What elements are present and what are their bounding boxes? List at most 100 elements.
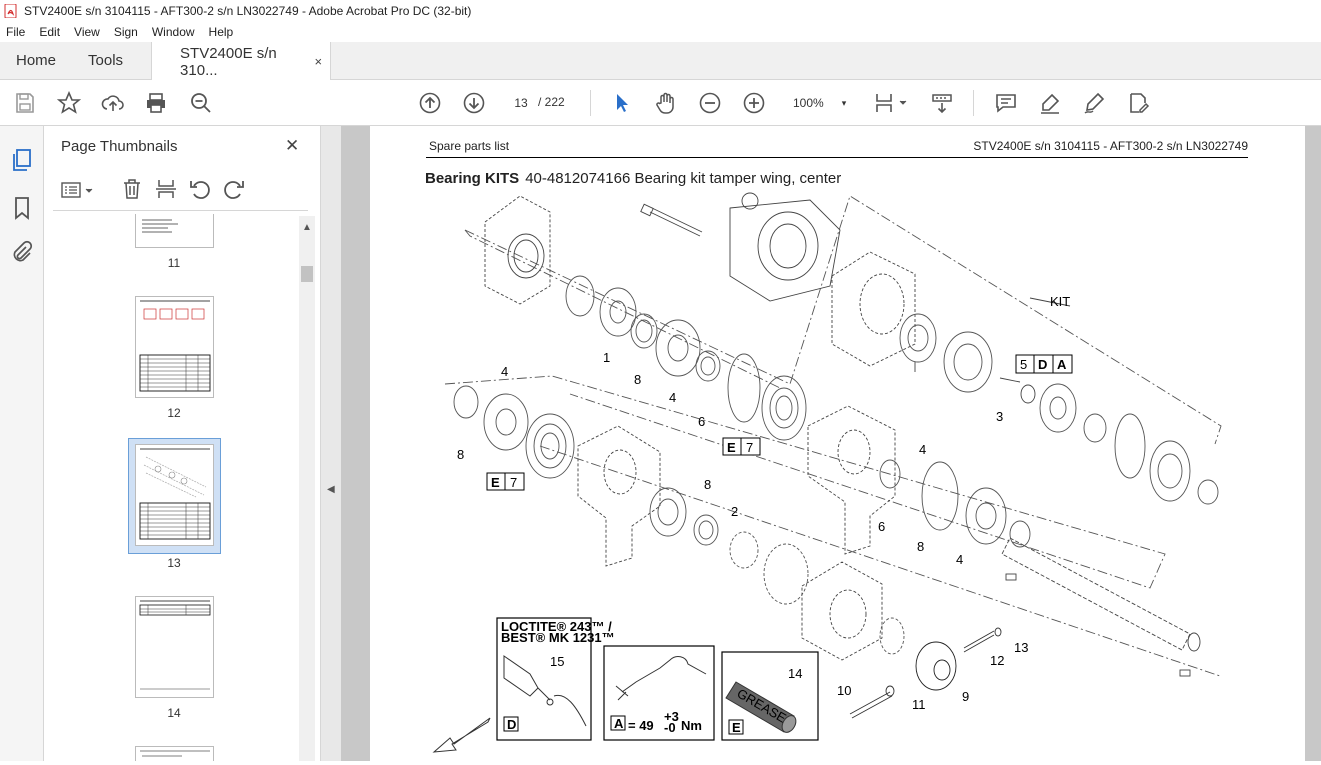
- thumbnail-page-11[interactable]: [135, 214, 214, 248]
- upload-icon[interactable]: [101, 91, 125, 115]
- scrollbar-thumb[interactable]: [301, 266, 313, 282]
- close-tab-icon[interactable]: ×: [314, 54, 323, 69]
- select-arrow-icon[interactable]: [610, 91, 634, 115]
- rotate-left-icon[interactable]: [189, 178, 211, 200]
- menu-sign[interactable]: Sign: [113, 25, 138, 39]
- kit-bearing: [943, 331, 993, 393]
- grease-legend: GREASE 14 E: [721, 651, 819, 741]
- toolbar: / 222 100% ▾: [0, 80, 1321, 126]
- loctite-letter: D: [507, 717, 516, 732]
- thumbnail-page-15[interactable]: [135, 746, 214, 761]
- washer-mid-2: [729, 531, 759, 569]
- toolbar-divider: [590, 90, 591, 116]
- bearing-mid: [763, 543, 809, 605]
- page-title-text: 40-4812074166 Bearing kit tamper wing, c…: [525, 170, 842, 187]
- washer-mid: [649, 487, 687, 537]
- thumbnail-tools: [61, 178, 311, 202]
- page-fit-icon[interactable]: [872, 91, 908, 115]
- kit-envelope: [464, 195, 1222, 445]
- kit-gear: [1039, 383, 1077, 433]
- callout-5: 5: [1020, 357, 1027, 372]
- highlight-icon[interactable]: [1038, 91, 1062, 115]
- print-icon[interactable]: [144, 91, 168, 115]
- bearing: [761, 375, 807, 441]
- comment-icon[interactable]: [994, 91, 1018, 115]
- tab-home-label: Home: [16, 52, 57, 69]
- page-number-input[interactable]: [508, 92, 534, 114]
- bookmark-icon[interactable]: [10, 196, 34, 220]
- panel-collapse-handle[interactable]: ◀: [321, 126, 341, 761]
- gear-housing: [831, 251, 916, 367]
- housing-top: [484, 195, 551, 305]
- thumbnail-page-12[interactable]: [135, 296, 214, 398]
- rotate-right-icon[interactable]: [223, 178, 245, 200]
- seal-right: [879, 459, 901, 489]
- callout-e: E: [491, 475, 500, 490]
- zoom-in-icon[interactable]: [742, 91, 766, 115]
- tab-document[interactable]: STV2400E s/n 310... ×: [151, 42, 332, 81]
- thumbnail-page-14[interactable]: [135, 596, 214, 698]
- bolt: [649, 207, 703, 237]
- panel-scrollbar[interactable]: ▲: [299, 216, 315, 761]
- tab-tools[interactable]: Tools: [72, 42, 151, 79]
- page-title-bold: Bearing KITS: [425, 170, 520, 187]
- window-title: STV2400E s/n 3104115 - AFT300-2 s/n LN30…: [24, 4, 472, 18]
- hand-icon[interactable]: [654, 91, 678, 115]
- edit-pdf-icon[interactable]: [1126, 91, 1150, 115]
- tab-bar: Home Tools STV2400E s/n 310... ×: [0, 42, 1321, 81]
- screw-13: [994, 627, 1002, 637]
- torque-letter: A: [614, 716, 624, 731]
- menu-help[interactable]: Help: [208, 25, 234, 39]
- menu-edit[interactable]: Edit: [39, 25, 61, 39]
- callout-7: 7: [746, 440, 753, 455]
- bearing-left: [525, 413, 575, 479]
- kit-seal-2: [1197, 479, 1219, 505]
- zoom-select[interactable]: 100% ▾: [785, 92, 855, 114]
- torque-plus: +3: [664, 709, 679, 724]
- thumbnail-label: 13: [167, 556, 181, 570]
- scroll-up-icon[interactable]: ▲: [302, 222, 312, 233]
- grease-letter: E: [732, 720, 741, 735]
- callout-number: 13: [1014, 640, 1028, 655]
- tab-home[interactable]: Home: [0, 42, 72, 79]
- callout-number: 4: [919, 442, 926, 457]
- zoom-out-search-icon[interactable]: [189, 91, 213, 115]
- page-header-left: Spare parts list: [429, 139, 510, 153]
- hub: [915, 641, 957, 691]
- attachment-icon[interactable]: [10, 240, 34, 264]
- delete-icon[interactable]: [121, 178, 143, 200]
- callout-number: 9: [962, 689, 969, 704]
- callout-number: 6: [698, 414, 705, 429]
- document-area[interactable]: Spare parts list STV2400E s/n 3104115 - …: [341, 126, 1321, 761]
- page-thumbnails-icon[interactable]: [10, 148, 34, 172]
- save-icon[interactable]: [13, 91, 37, 115]
- sign-icon[interactable]: [1082, 91, 1106, 115]
- extract-pages-icon[interactable]: [155, 178, 177, 200]
- callout-number: 1: [603, 350, 610, 365]
- torque-value: = 49: [628, 718, 654, 733]
- collapse-arrow-icon: ◀: [327, 484, 335, 495]
- menu-file[interactable]: File: [6, 25, 26, 39]
- star-icon[interactable]: [56, 90, 82, 115]
- page-down-icon[interactable]: [462, 91, 486, 115]
- scroll-mode-icon[interactable]: [930, 91, 954, 115]
- seal-left: [453, 385, 479, 419]
- callout-7: 7: [510, 475, 517, 490]
- thumbnail-options-icon[interactable]: [61, 180, 95, 200]
- seal: [630, 313, 658, 349]
- thumbnail-page-13[interactable]: [135, 444, 214, 546]
- thumbnail-preview: [139, 300, 211, 392]
- washer: [655, 319, 701, 377]
- snap-ring: [727, 353, 761, 423]
- callout-number: 2: [731, 504, 738, 519]
- menu-window[interactable]: Window: [151, 25, 195, 39]
- page-up-icon[interactable]: [418, 91, 442, 115]
- hydraulic-motor: [729, 192, 841, 302]
- zoom-out-icon[interactable]: [698, 91, 722, 115]
- housing-bottom: [801, 561, 883, 661]
- callout-number: 12: [990, 653, 1004, 668]
- close-panel-icon[interactable]: ✕: [285, 136, 300, 155]
- menu-view[interactable]: View: [74, 25, 100, 39]
- thumbnail-preview: [140, 750, 210, 757]
- loctite-legend: LOCTITE® 243™ / BEST® MK 1231™ 15 D: [496, 617, 615, 741]
